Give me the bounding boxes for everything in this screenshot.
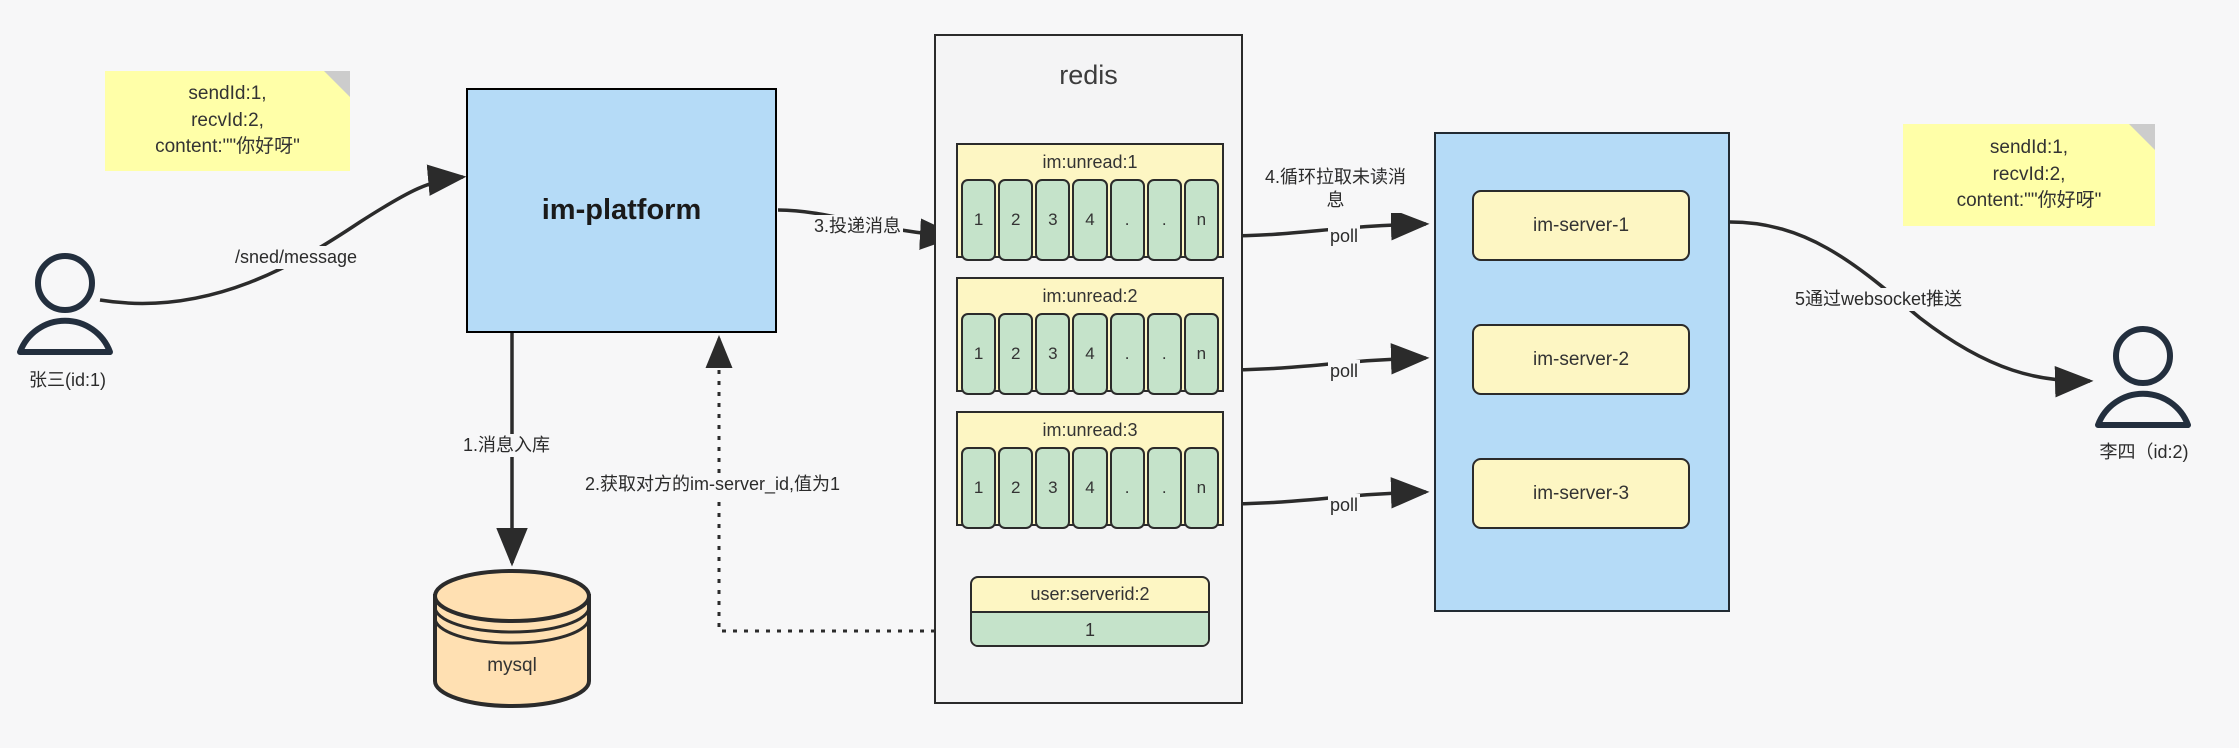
queue-cell: 4	[1072, 447, 1108, 529]
edge-label-poll-1: poll	[1328, 225, 1361, 249]
im-server-3-label: im-server-3	[1532, 482, 1630, 504]
sender-actor-icon	[17, 253, 113, 355]
im-server-1-box[interactable]: im-server-1	[1472, 190, 1690, 261]
queue-cell: .	[1146, 447, 1182, 529]
queue-cell: .	[1109, 313, 1145, 395]
edge-label-step4: 4.循环拉取未读消 息	[1256, 166, 1415, 213]
redis-queue-0-key: im:unread:1	[1042, 152, 1138, 172]
queue-cell: 1	[961, 179, 997, 261]
queue-cell: .	[1146, 179, 1182, 261]
sender-actor-label: 张三(id:1)	[28, 370, 106, 390]
note-left: sendId:1, recvId:2, content:""你好呀"	[105, 71, 350, 171]
im-platform-label: im-platform	[541, 194, 702, 226]
queue-cell: 3	[1035, 447, 1071, 529]
edge-label-poll-3: poll	[1328, 494, 1361, 518]
queue-cell: .	[1109, 179, 1145, 261]
queue-cell: 2	[998, 179, 1034, 261]
receiver-actor-icon	[2095, 326, 2191, 428]
redis-kv-value: 1	[972, 611, 1208, 645]
edge-poll-3	[1221, 477, 1430, 509]
queue-cell: 4	[1072, 313, 1108, 395]
im-server-2-box[interactable]: im-server-2	[1472, 324, 1690, 395]
queue-cell: .	[1109, 447, 1145, 529]
edge-poll-2	[1221, 343, 1430, 375]
redis-title: redis	[1059, 60, 1118, 90]
mysql-cylinder-icon	[433, 569, 591, 708]
queue-cell: 3	[1035, 313, 1071, 395]
queue-cell: 4	[1072, 179, 1108, 261]
edge-label-step5: 5通过websocket推送	[1793, 288, 1965, 312]
im-server-1-label: im-server-1	[1532, 214, 1630, 236]
queue-cell: 3	[1035, 179, 1071, 261]
im-platform-box[interactable]: im-platform	[466, 88, 777, 333]
queue-cell: n	[1183, 179, 1219, 261]
im-server-2-label: im-server-2	[1532, 348, 1630, 370]
receiver-actor-label: 李四（id:2)	[2099, 442, 2189, 462]
im-server-group: im-server-1 im-server-2 im-server-3	[1434, 132, 1730, 612]
queue-cell: .	[1146, 313, 1182, 395]
edge-label-step2: 2.获取对方的im-server_id,值为1	[583, 473, 843, 497]
edge-label-send-message: /sned/message	[233, 246, 360, 270]
edge-poll-1	[1221, 208, 1430, 241]
redis-container: redis im:unread:1 1 2 3 4 . . n im:unrea…	[934, 34, 1243, 704]
queue-cell: n	[1183, 447, 1219, 529]
edge-send-message	[99, 164, 467, 306]
edge-label-step1: 1.消息入库	[461, 434, 553, 458]
queue-cell: 1	[961, 447, 997, 529]
redis-queue-2: im:unread:3 1 2 3 4 . . n	[956, 411, 1224, 529]
redis-kv-key: user:serverid:2	[1030, 584, 1150, 604]
queue-cell: 1	[961, 313, 997, 395]
queue-cell: 2	[998, 313, 1034, 395]
note-right: sendId:1, recvId:2, content:""你好呀"	[1903, 124, 2155, 226]
queue-cell: n	[1183, 313, 1219, 395]
mysql-label: mysql	[487, 655, 537, 676]
im-server-3-box[interactable]: im-server-3	[1472, 458, 1690, 529]
redis-queue-1: im:unread:2 1 2 3 4 . . n	[956, 277, 1224, 395]
redis-queue-0: im:unread:1 1 2 3 4 . . n	[956, 143, 1224, 261]
queue-cell: 2	[998, 447, 1034, 529]
note-left-text: sendId:1, recvId:2, content:""你好呀"	[155, 82, 300, 158]
note-fold-icon	[2129, 124, 2155, 150]
redis-queue-2-key: im:unread:3	[1042, 420, 1138, 440]
redis-kv-user-serverid: user:serverid:2 1	[970, 576, 1210, 647]
note-right-text: sendId:1, recvId:2, content:""你好呀"	[1956, 136, 2102, 212]
edge-label-poll-2: poll	[1328, 360, 1361, 384]
redis-queue-1-key: im:unread:2	[1042, 286, 1138, 306]
note-fold-icon	[324, 71, 350, 97]
edge-label-step3: 3.投递消息	[812, 215, 904, 239]
